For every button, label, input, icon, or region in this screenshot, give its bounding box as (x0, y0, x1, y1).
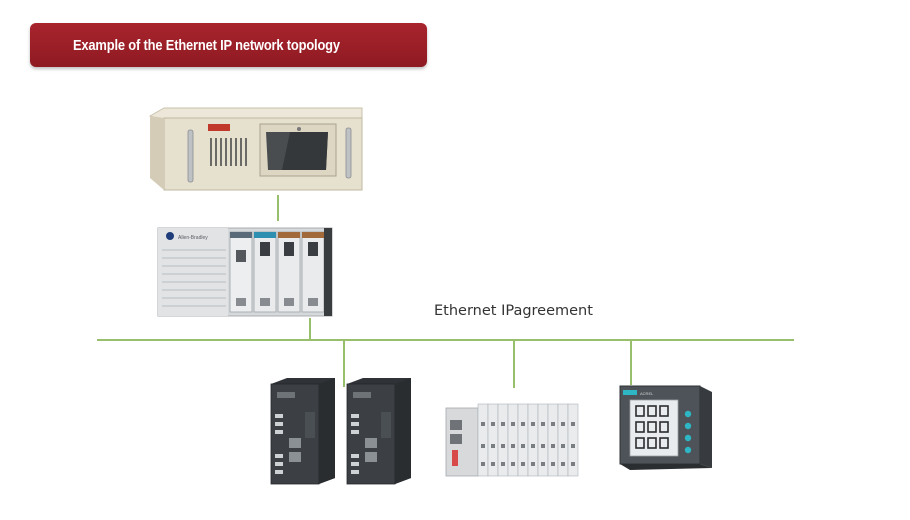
bus-to-drive-link (343, 341, 345, 387)
power-meter: ACREL (619, 385, 712, 470)
plc-to-bus-link (309, 318, 311, 339)
plc-brand-text: Allen-Bradley (178, 235, 208, 241)
title-banner: Example of the Ethernet IP network topol… (30, 23, 427, 67)
network-label: Ethernet IPagreement (434, 303, 593, 319)
industrial-pc (148, 107, 363, 191)
meter-brand-text: ACREL (640, 391, 654, 396)
bus-to-meter-link (630, 341, 632, 385)
page-title: Example of the Ethernet IP network topol… (73, 36, 340, 54)
servo-drive-1 (270, 378, 335, 485)
servo-drive-2 (346, 378, 411, 485)
remote-io-module (445, 403, 579, 477)
pc-to-plc-link (277, 195, 279, 221)
plc-controller: Allen-Bradley (157, 227, 333, 317)
ethernet-bus-line (97, 339, 794, 341)
bus-to-io-link (513, 341, 515, 388)
